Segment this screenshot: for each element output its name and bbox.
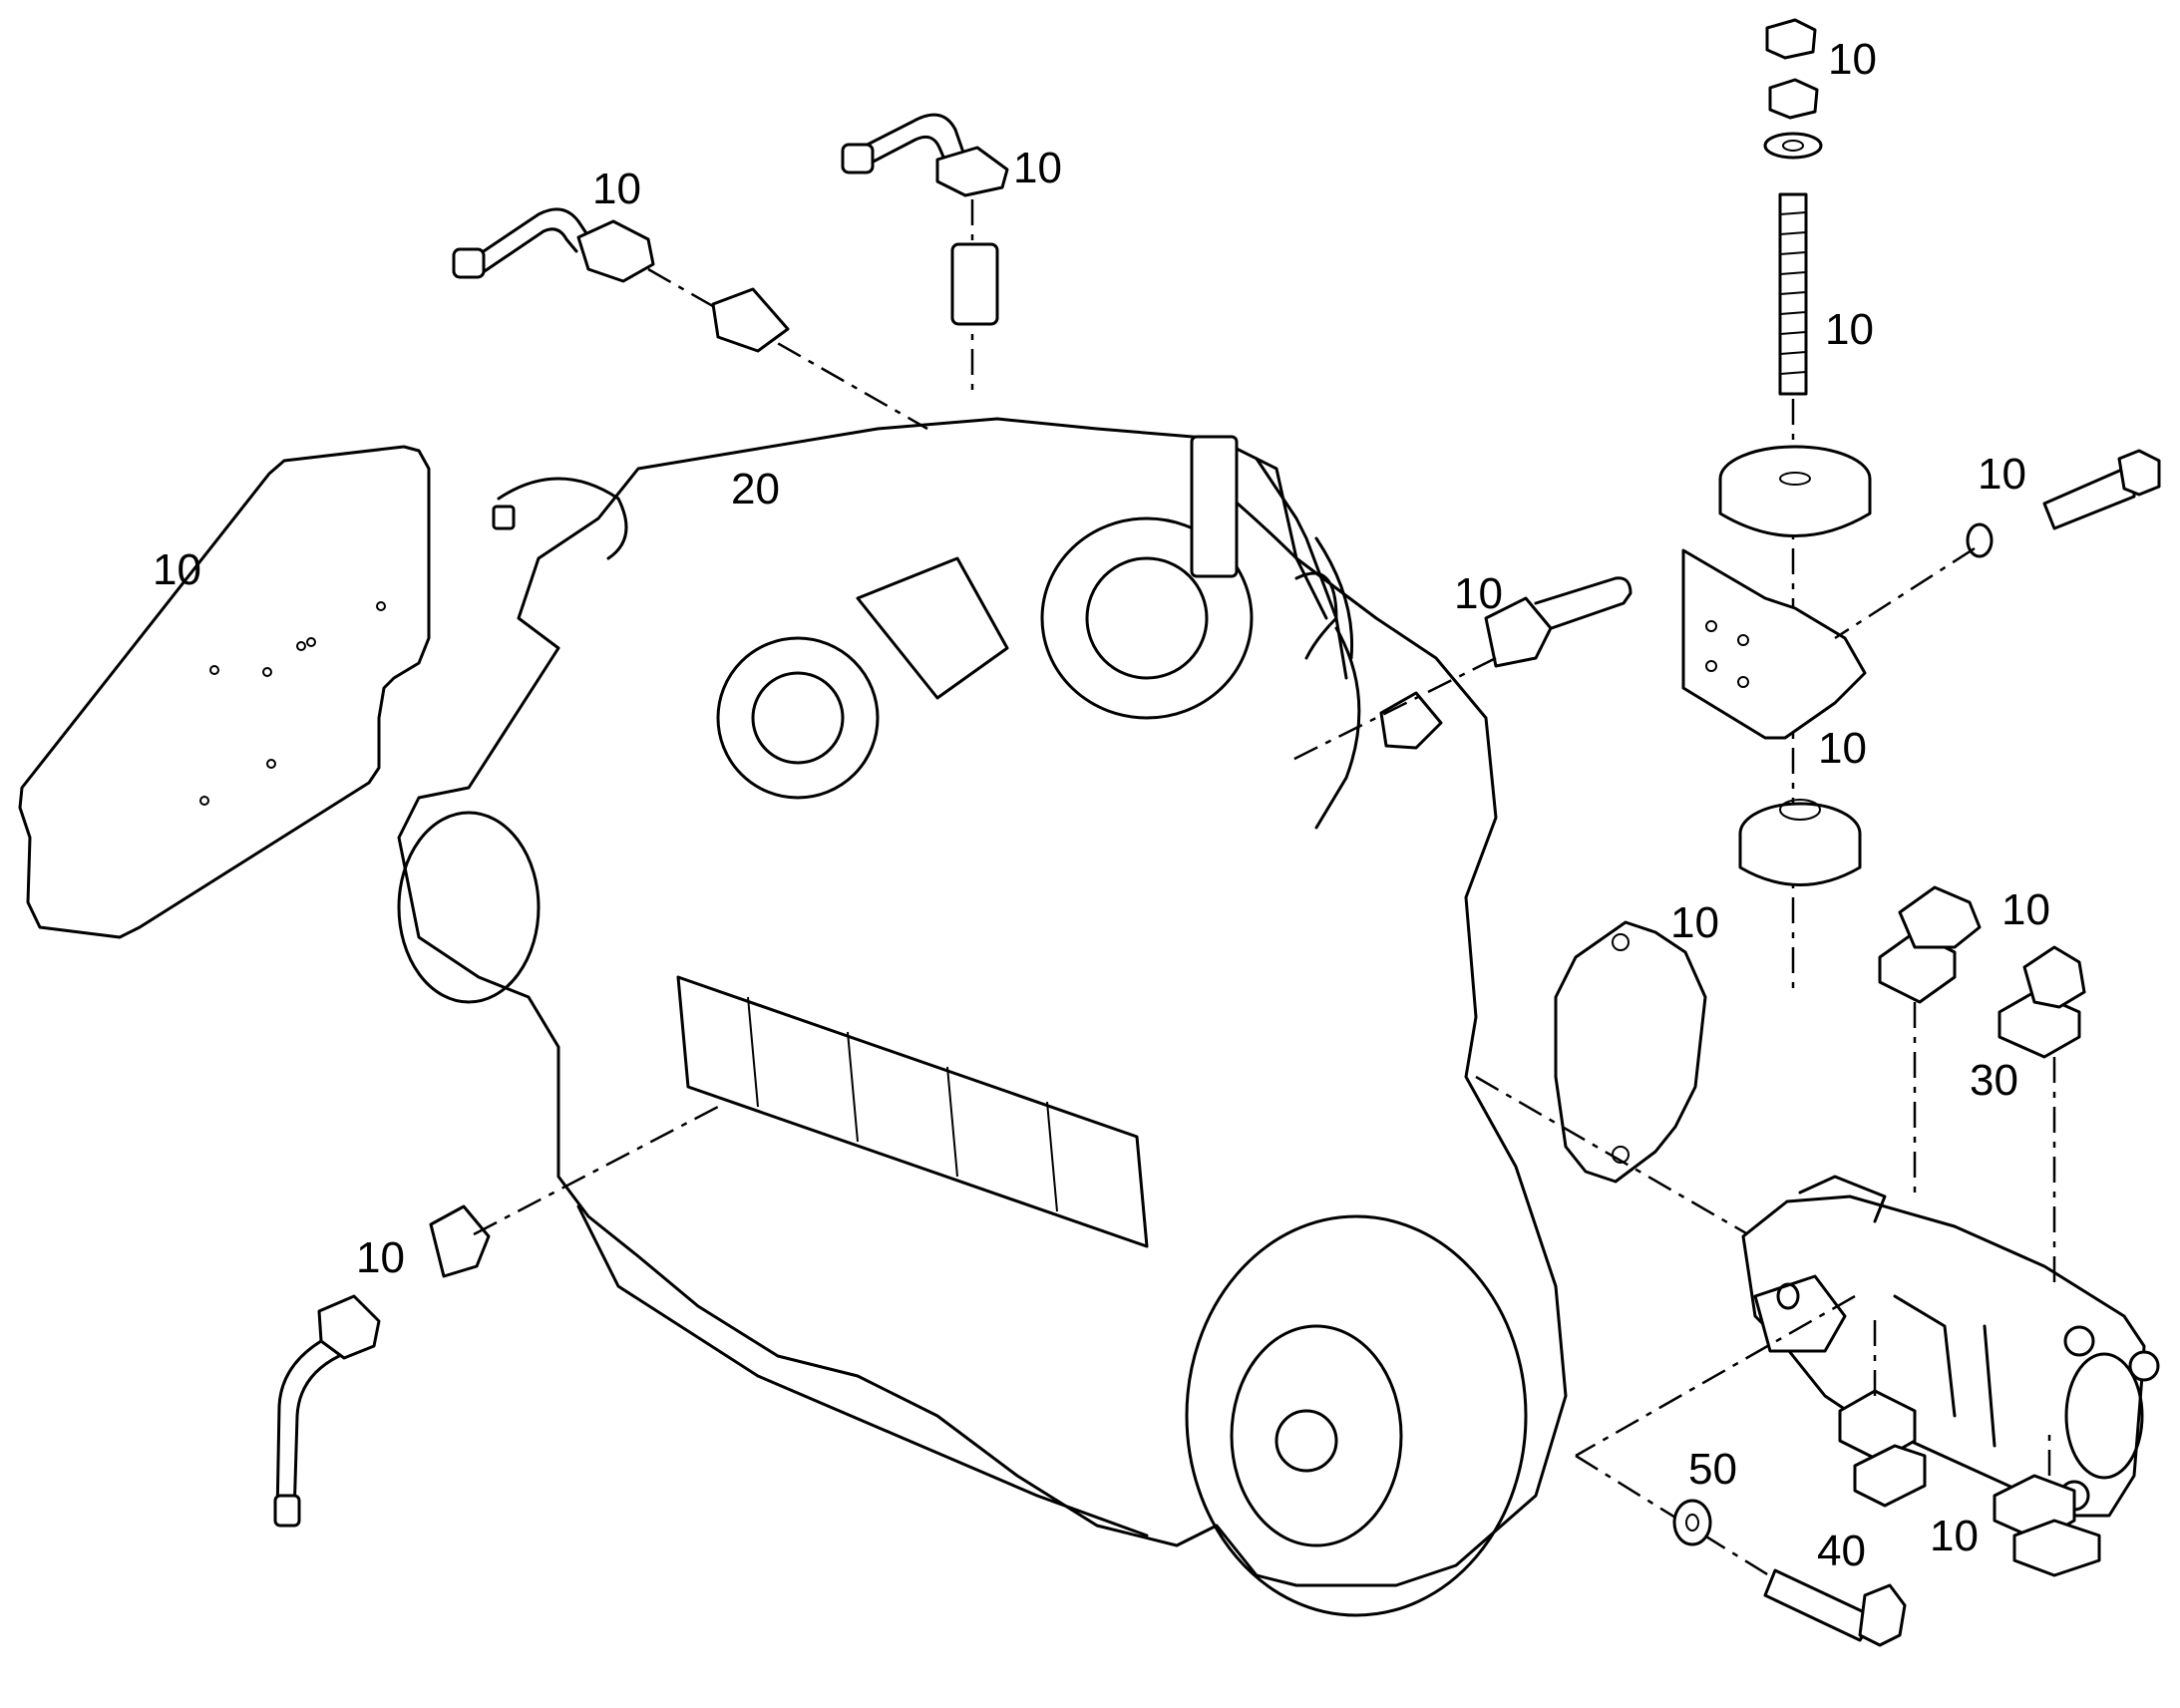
callout-label: 10 [1825, 305, 1874, 354]
callout-label: 50 [1688, 1445, 1737, 1494]
callout-label: 10 [1978, 450, 2026, 499]
flange-bottom-left [1838, 1316, 1927, 1508]
engine-mount-assembly [1681, 18, 2161, 997]
callout-label: 10 [1013, 144, 1062, 192]
flange-top-right [1998, 945, 2086, 1286]
callout-label: 10 [1670, 898, 1719, 947]
callout-label: 40 [1817, 1527, 1866, 1575]
flange-bottom-right [1993, 1426, 2101, 1577]
elbow-fitting-top-left [452, 207, 928, 431]
elbow-fitting-top-center [841, 113, 1009, 399]
hydraulic-pump [1741, 1175, 2160, 1518]
gasket-plate [18, 445, 431, 939]
mounting-bolt-and-washer [1575, 1294, 1907, 1647]
callout-label: 10 [1930, 1512, 1979, 1560]
callout-label: 10 [592, 165, 641, 213]
fitting-mid-right [1285, 576, 1633, 765]
flange-top-left [1878, 885, 1982, 1196]
elbow-fitting-bottom-left [273, 1105, 719, 1528]
callout-label: 10 [1828, 35, 1877, 84]
callout-label: 10 [2001, 885, 2050, 934]
callout-label: 10 [1454, 569, 1503, 618]
callout-label: 30 [1970, 1056, 2018, 1105]
engine-assembly [397, 417, 1568, 1617]
callout-label: 10 [356, 1233, 405, 1282]
callout-label: 10 [153, 545, 201, 594]
callout-label: 10 [1818, 724, 1867, 773]
callout-labels: 10 10 10 10 10 20 10 10 10 10 10 10 30 1… [153, 35, 2050, 1575]
callout-label: 20 [731, 465, 780, 513]
